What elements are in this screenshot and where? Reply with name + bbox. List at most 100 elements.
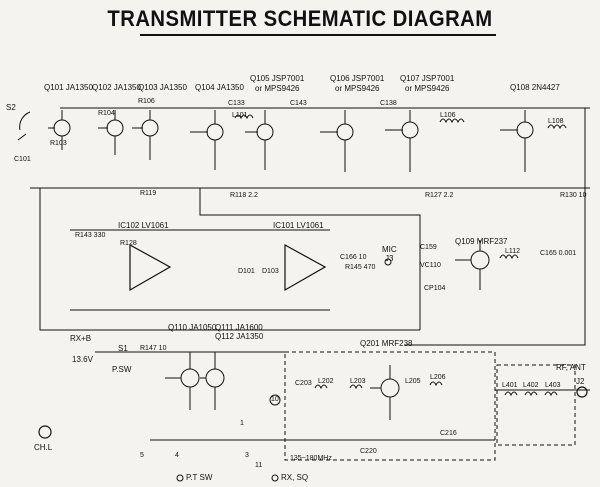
rx-sq-terminal [271, 474, 279, 482]
ic101-label: IC101 LV1061 [273, 221, 324, 230]
title-underline [140, 34, 496, 36]
s2-switch [17, 111, 31, 141]
q102-label: Q102 JA1350 [92, 83, 141, 92]
c220-label: C220 [360, 448, 377, 455]
l402-label: L402 [523, 382, 539, 389]
psw-label: P.SW [112, 365, 132, 374]
coil-l101 [234, 114, 254, 120]
c159-label: C159 [420, 244, 437, 251]
mic-jack [384, 258, 392, 266]
coil-l108 [547, 124, 567, 130]
r147-label: R147 10 [140, 345, 167, 352]
c143-label: C143 [290, 100, 307, 107]
node-10-label: 10 [271, 396, 279, 403]
q105-alt-label: or MPS9426 [255, 84, 300, 93]
l202-label: L202 [318, 378, 334, 385]
r103-label: R103 [50, 140, 67, 147]
r119-label: R119 [140, 190, 157, 197]
rxsq-label: RX, SQ [281, 473, 309, 482]
rf-ant-jack [576, 386, 588, 398]
q201-label: Q201 MRF238 [360, 339, 413, 348]
vc110-label: VC110 [420, 262, 441, 269]
d101-label: D101 [238, 268, 255, 275]
node-4-label: 4 [175, 452, 179, 459]
q101-symbol [48, 110, 71, 150]
c203-label: C203 [295, 380, 312, 387]
r118-label: R118 2.2 [230, 192, 258, 199]
r128-label: R128 [120, 240, 137, 247]
l101-label: L101 [232, 112, 248, 119]
q104-symbol [190, 110, 224, 170]
q106-label: Q106 JSP7001 [330, 74, 385, 83]
l108-label: L108 [548, 118, 564, 125]
coil-l106 [439, 118, 465, 124]
l112-label: L112 [505, 248, 521, 255]
s1-label: S1 [118, 344, 128, 353]
right-bus [405, 108, 586, 346]
q110-symbol [165, 352, 200, 410]
l401-label: L401 [502, 382, 518, 389]
node-11-label: 11 [255, 462, 263, 469]
q112-label: Q112 JA1350 [215, 332, 264, 341]
coils-l202-l206 [314, 381, 443, 390]
output-filter-enclosure [496, 364, 576, 446]
ptsw-label: P.T SW [186, 473, 213, 482]
rfant-label: RF, ANT [556, 363, 586, 372]
l403-label: L403 [545, 382, 561, 389]
d103-label: D103 [262, 268, 279, 275]
c165-label: C165 0.001 [540, 250, 577, 257]
r130-label: R130 10 [560, 192, 587, 199]
r106-label: R106 [138, 98, 155, 105]
ic102-label: IC102 LV1061 [118, 221, 169, 230]
coil-l112 [499, 254, 519, 260]
r104-label: R104 [98, 110, 115, 117]
q105-label: Q105 JSP7001 [250, 74, 305, 83]
j3-label: J3 [385, 254, 394, 263]
c133-label: C133 [228, 100, 245, 107]
j2-label: J2 [576, 377, 585, 386]
q108-label: Q108 2N4427 [510, 83, 560, 92]
l206-label: L206 [430, 374, 446, 381]
mic-label: MIC [382, 245, 397, 254]
ic102-opamp [129, 243, 172, 292]
cp104-label: CP104 [424, 285, 446, 292]
q110-label: Q110 JA1050 [168, 323, 217, 332]
c138-label: C138 [380, 100, 397, 107]
q101-label: Q101 JA1350 [44, 83, 93, 92]
l203-label: L203 [350, 378, 366, 385]
ic101-opamp [284, 243, 327, 292]
q105-symbol [245, 110, 274, 170]
q109-symbol [455, 240, 490, 290]
q107-symbol [385, 110, 419, 172]
node-5-label: 5 [140, 452, 144, 459]
page-title: TRANSMITTER SCHEMATIC DIAGRAM [107, 6, 493, 31]
node-10-marker [269, 394, 281, 406]
frequency-label: 135~180MHz [290, 455, 332, 462]
q107-label: Q107 JSP7001 [400, 74, 455, 83]
q107-alt-label: or MPS9426 [405, 84, 450, 93]
node-3-label: 3 [245, 452, 249, 459]
ch-l-jack [38, 425, 52, 439]
voltage-label: 13.6V [72, 355, 93, 364]
q103-symbol [132, 110, 159, 160]
q106-alt-label: or MPS9426 [335, 84, 380, 93]
r143-label: R143 330 [75, 232, 106, 239]
r127-label: R127 2.2 [425, 192, 454, 199]
q201-enclosure [284, 351, 496, 461]
l205-label: L205 [405, 378, 421, 385]
mid-bus [199, 188, 421, 330]
node-1-label: 1 [240, 420, 244, 427]
l106-label: L106 [440, 112, 456, 119]
r145-label: R145 470 [345, 264, 376, 271]
s2-label: S2 [6, 103, 16, 112]
q109-label: Q109 MRF237 [455, 237, 508, 246]
c101-label: C101 [14, 156, 31, 163]
chl-label: CH.L [34, 443, 53, 452]
q102-symbol [98, 110, 124, 155]
c216-label: C216 [440, 430, 457, 437]
rxb-label: RX+B [70, 334, 92, 343]
q111-symbol [200, 352, 225, 410]
p-t-sw-terminal [176, 474, 184, 482]
